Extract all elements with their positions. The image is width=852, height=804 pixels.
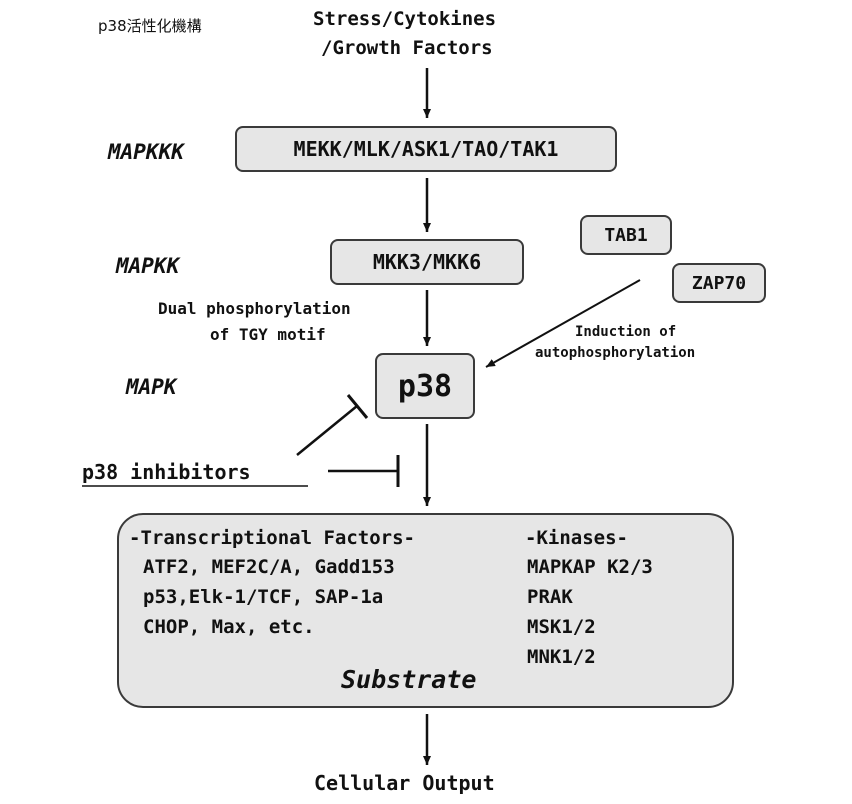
kinase-item: MAPKAP K2/3 — [527, 556, 653, 578]
zap70-box: ZAP70 — [672, 263, 766, 303]
substrate-box: -Transcriptional Factors- ATF2, MEF2C/A,… — [117, 513, 734, 708]
level-label-mapkkk: MAPKKK — [108, 140, 184, 164]
mapkkk-box-label: MEKK/MLK/ASK1/TAO/TAK1 — [293, 137, 559, 161]
substrate-label: Substrate — [341, 665, 477, 694]
inhibition-line-to-p38 — [296, 405, 358, 456]
kinases-header: -Kinases- — [525, 527, 628, 549]
tf-item: p53,Elk-1/TCF, SAP-1a — [143, 586, 384, 608]
kinase-item: MSK1/2 — [527, 616, 596, 638]
kinase-item: PRAK — [527, 586, 573, 608]
tf-item: CHOP, Max, etc. — [143, 616, 315, 638]
p38-box: p38 — [375, 353, 475, 419]
mapkk-box-label: MKK3/MKK6 — [372, 250, 482, 274]
autophosphorylation-line-1: Induction of — [575, 324, 677, 340]
dual-phosphorylation-line-2: of TGY motif — [210, 325, 326, 344]
autophosphorylation-line-2: autophosphorylation — [535, 345, 696, 361]
zap70-box-label: ZAP70 — [691, 272, 747, 294]
p38-inhibitors-label: p38 inhibitors — [82, 460, 251, 484]
tf-item: ATF2, MEF2C/A, Gadd153 — [143, 556, 395, 578]
input-line-2: /Growth Factors — [321, 37, 493, 59]
cellular-output-label: Cellular Output — [314, 771, 495, 795]
level-label-mapk: MAPK — [126, 375, 177, 399]
kinase-item: MNK1/2 — [527, 646, 596, 668]
mapkkk-box: MEKK/MLK/ASK1/TAO/TAK1 — [235, 126, 617, 172]
tab1-box: TAB1 — [580, 215, 672, 255]
p38-box-label: p38 — [397, 368, 453, 404]
dual-phosphorylation-line-1: Dual phosphorylation — [158, 299, 351, 318]
tab1-box-label: TAB1 — [604, 224, 648, 246]
arrow-zap70-to-p38 — [485, 279, 641, 368]
input-line-1: Stress/Cytokines — [313, 8, 497, 30]
inhibition-bar-p38 — [346, 394, 369, 419]
mapkk-box: MKK3/MKK6 — [330, 239, 524, 285]
diagram-title: p38活性化機構 — [98, 17, 202, 35]
tf-header: -Transcriptional Factors- — [129, 527, 415, 549]
level-label-mapkk: MAPKK — [116, 254, 180, 278]
